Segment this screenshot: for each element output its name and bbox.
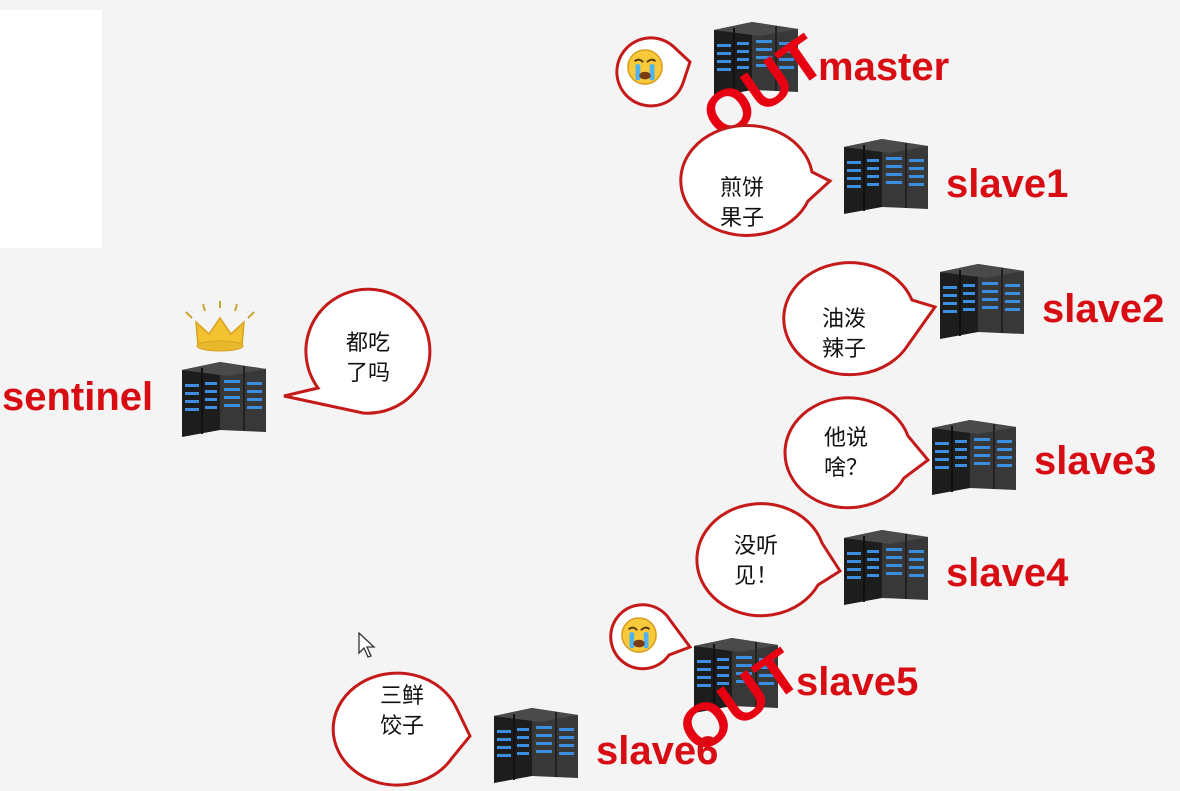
slave3-node: 他说 啥？ slave3 xyxy=(783,396,1156,510)
node-label: slave5 xyxy=(796,660,918,704)
node-label: slave2 xyxy=(1042,287,1164,331)
server-rack-icon xyxy=(939,263,1025,340)
bubble-line-2: 饺子 xyxy=(380,714,424,739)
bubble-line-2: 果子 xyxy=(720,206,764,231)
bubble-line-2: 见！ xyxy=(734,564,778,589)
bubble-line-1: 三鲜 xyxy=(380,684,424,709)
slave2-node: 油泼 辣子 slave2 xyxy=(782,261,1164,377)
speech-bubble: 三鲜 饺子 xyxy=(331,671,472,787)
slave4-node: 没听 见！ slave4 xyxy=(695,502,1069,618)
speech-bubble: 煎饼 果子 xyxy=(679,123,833,237)
server-rack-icon xyxy=(843,529,929,606)
speech-bubble-emoji xyxy=(615,36,692,108)
node-label: sentinel xyxy=(2,375,153,419)
mouse-cursor-icon xyxy=(358,632,376,658)
node-label: slave3 xyxy=(1034,439,1156,483)
bubble-line-1: 油泼 xyxy=(822,307,866,332)
crying-face-emoji-icon xyxy=(620,616,658,654)
speech-bubble: 他说 啥？ xyxy=(783,396,931,510)
slave6-node: 三鲜 饺子 slave6 xyxy=(331,671,718,787)
slave1-node: 煎饼 果子 slave1 xyxy=(679,123,1068,237)
bubble-line-1: 他说 xyxy=(824,426,868,451)
bubble-line-1: 没听 xyxy=(734,534,778,559)
server-rack-icon xyxy=(931,419,1017,496)
speech-bubble: 没听 见！ xyxy=(695,502,843,618)
server-rack-icon xyxy=(843,138,929,215)
crying-face-emoji-icon xyxy=(626,48,664,86)
bubble-line-2: 啥？ xyxy=(824,456,868,481)
node-label: slave4 xyxy=(946,551,1069,595)
background-panel xyxy=(0,10,102,248)
speech-bubble: 油泼 辣子 xyxy=(782,261,938,377)
node-label: slave1 xyxy=(946,162,1068,206)
bubble-line-2: 辣子 xyxy=(822,337,866,362)
node-label: master xyxy=(818,45,949,89)
node-label: slave6 xyxy=(596,729,718,773)
speech-bubble: 都吃 了吗 xyxy=(283,287,432,415)
server-rack-icon xyxy=(493,707,579,784)
server-rack-icon xyxy=(181,361,267,438)
bubble-line-2: 了吗 xyxy=(346,361,390,386)
sentinel-node: sentinel 都吃 了吗 xyxy=(2,287,432,438)
bubble-line-1: 都吃 xyxy=(346,331,390,356)
speech-bubble-emoji xyxy=(609,603,693,671)
bubble-line-1: 煎饼 xyxy=(720,176,764,201)
crown-icon xyxy=(185,301,255,352)
